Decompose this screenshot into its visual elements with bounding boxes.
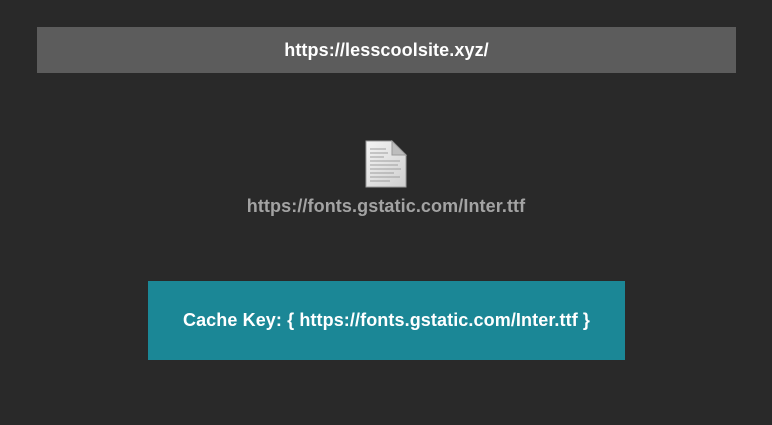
cache-key-label: Cache Key: { https://fonts.gstatic.com/I… — [182, 310, 591, 330]
site-url-bar: https://lesscoolsite.xyz/ — [37, 27, 736, 73]
cache-key-box: Cache Key: { https://fonts.gstatic.com/I… — [148, 281, 625, 360]
resource-url-label: https://fonts.gstatic.com/Inter.ttf — [246, 196, 526, 216]
document-file-icon — [364, 139, 408, 188]
site-url-label: https://lesscoolsite.xyz/ — [284, 39, 489, 60]
